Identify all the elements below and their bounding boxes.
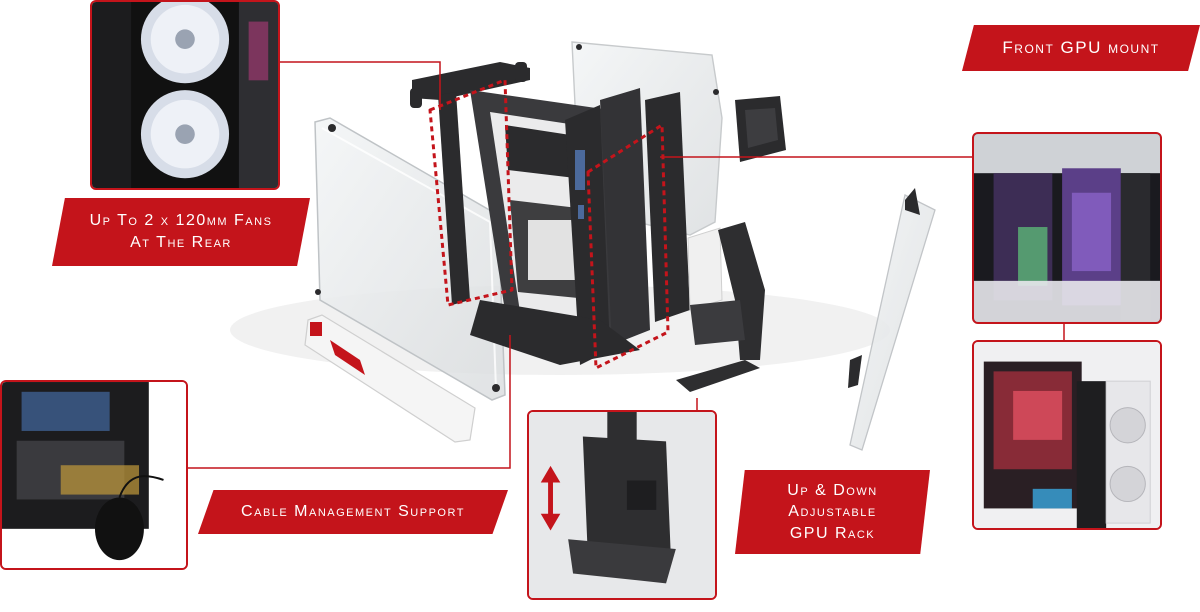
rear-fans-photo <box>90 0 280 190</box>
gpu-rack-label-line3: GPU Rack <box>789 524 876 542</box>
cable-management-photo <box>0 380 188 570</box>
front-gpu-photo-bottom <box>972 340 1162 530</box>
leader-lines <box>188 61 1065 469</box>
cable-management-image <box>2 382 186 568</box>
cable-management-label: Cable Management Support <box>198 490 508 534</box>
front-mount-highlight <box>586 123 670 370</box>
rear-fan-highlight <box>428 78 514 307</box>
cable-management-text: Cable Management Support <box>241 503 465 521</box>
gpu-rack-label: Up & Down Adjustable GPU Rack <box>735 470 930 554</box>
gpu-rack-image <box>529 412 715 598</box>
front-gpu-image-top <box>974 134 1160 322</box>
up-down-arrow-icon <box>540 465 561 531</box>
small-bracket <box>735 96 786 162</box>
gpu-rack-label-line1: Up & Down <box>787 481 878 499</box>
rear-fans-label-line2: At The Rear <box>130 234 232 251</box>
front-gpu-mount-text: Front GPU mount <box>1002 37 1160 57</box>
gpu-rack-label-line2: Adjustable <box>788 503 877 521</box>
front-gpu-photo-top <box>972 132 1162 324</box>
rear-fans-label-line1: Up To 2 x 120mm Fans <box>89 212 273 230</box>
rear-fans-label: Up To 2 x 120mm Fans At The Rear <box>52 198 310 266</box>
rear-fans-image <box>92 2 278 188</box>
gpu-rack-assembly <box>676 222 765 392</box>
front-bar-piece <box>304 314 476 443</box>
front-gpu-image-bottom <box>974 342 1160 528</box>
front-gpu-mount-label: Front GPU mount <box>962 25 1200 71</box>
gpu-rack-photo <box>527 410 717 600</box>
right-glass-panel <box>848 188 936 451</box>
